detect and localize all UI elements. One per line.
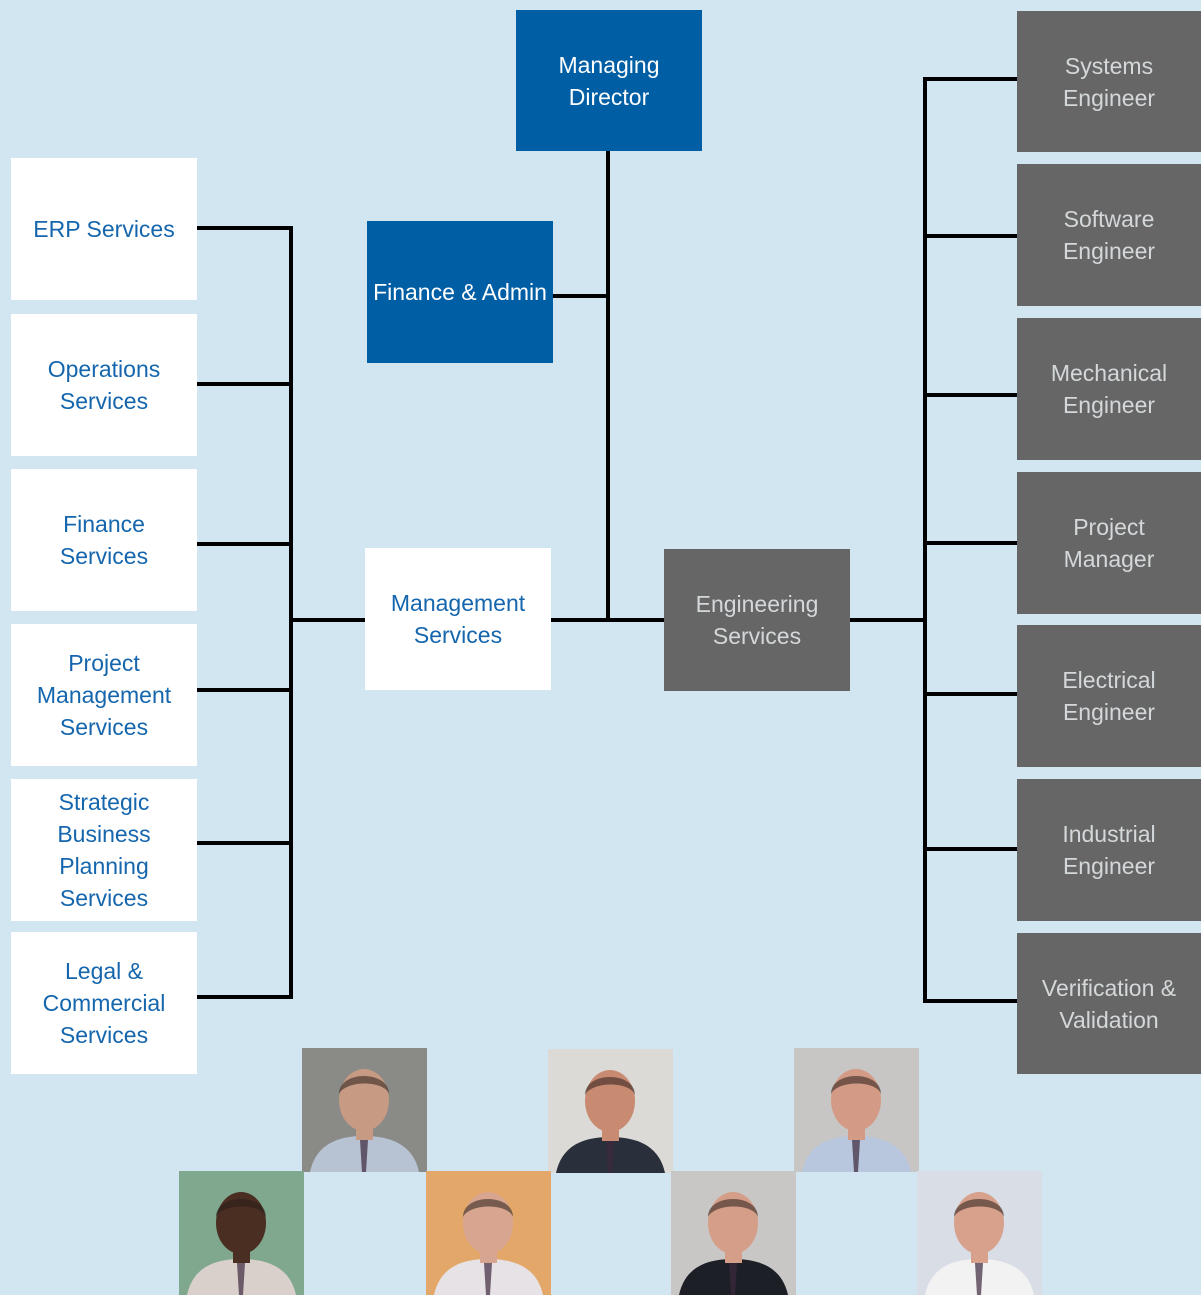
person-portrait-icon (794, 1048, 919, 1172)
industrial-engineer-box: Industrial Engineer (1017, 779, 1201, 921)
software-engineer-box: Software Engineer (1017, 164, 1201, 306)
person-portrait-icon (302, 1048, 427, 1172)
person-portrait-icon (917, 1171, 1042, 1295)
person-portrait-icon (671, 1171, 796, 1295)
person-portrait-icon (179, 1171, 304, 1295)
project-management-services-box: Project Management Services (11, 624, 197, 766)
team-photo-5 (426, 1171, 551, 1295)
electrical-engineer-box: Electrical Engineer (1017, 625, 1201, 767)
verification-validation-box: Verification & Validation (1017, 933, 1201, 1074)
team-photo-3 (794, 1048, 919, 1172)
managing-director-box: Managing Director (516, 10, 702, 151)
finance-services-box: Finance Services (11, 469, 197, 611)
person-portrait-icon (426, 1171, 551, 1295)
legal-commercial-services-box: Legal & Commercial Services (11, 932, 197, 1074)
management-services-box: Management Services (365, 548, 551, 690)
finance-admin-box: Finance & Admin (367, 221, 553, 363)
mechanical-engineer-box: Mechanical Engineer (1017, 318, 1201, 460)
erp-services-box: ERP Services (11, 158, 197, 300)
operations-services-box: Operations Services (11, 314, 197, 456)
team-photo-2 (548, 1049, 673, 1173)
team-photo-1 (302, 1048, 427, 1172)
team-photo-4 (179, 1171, 304, 1295)
systems-engineer-box: Systems Engineer (1017, 11, 1201, 152)
strategic-business-planning-box: Strategic Business Planning Services (11, 779, 197, 921)
team-photo-7 (917, 1171, 1042, 1295)
project-manager-box: Project Manager (1017, 472, 1201, 614)
engineering-services-box: Engineering Services (664, 549, 850, 691)
team-photo-6 (671, 1171, 796, 1295)
person-portrait-icon (548, 1049, 673, 1173)
